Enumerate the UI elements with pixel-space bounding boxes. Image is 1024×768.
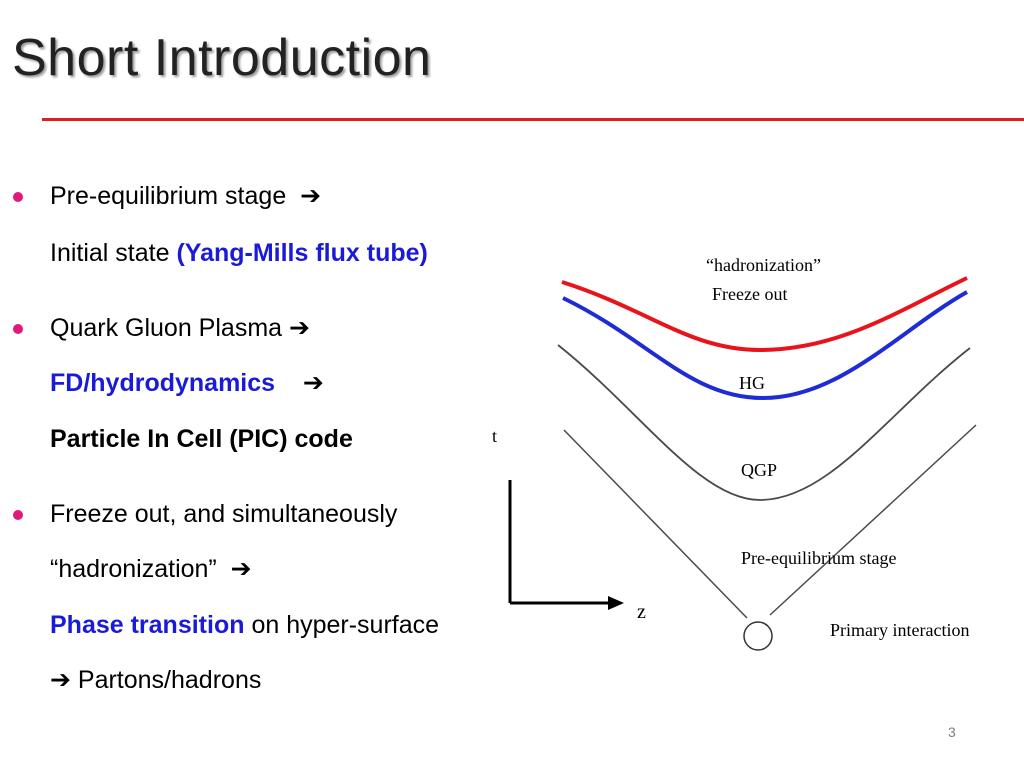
qgp-label: QGP: [741, 460, 777, 480]
bullet-1-line-2: Initial state (Yang-Mills flux tube): [50, 238, 428, 268]
bullet-3-line-3: Phase transition on hyper-surface: [50, 610, 439, 640]
slide-title: Short Introduction: [12, 29, 432, 87]
bullet-1-line-1: Pre-equilibrium stage ➔: [50, 181, 321, 211]
hg-label: HG: [739, 373, 765, 393]
primary-vertex-circle: [743, 621, 773, 651]
right-arrow-icon: ➔: [50, 666, 71, 694]
qgp-boundary-curve: [557, 344, 971, 501]
pre-equilibrium-label: Pre-equilibrium stage: [741, 548, 896, 568]
right-arrow-icon: ➔: [302, 369, 324, 397]
qgp-text: Quark Gluon Plasma: [50, 314, 289, 342]
hadronization-curve: [562, 290, 968, 401]
pre-equilibrium-text: Pre-equilibrium stage: [50, 182, 287, 210]
primary-interaction-label: Primary interaction: [830, 620, 969, 640]
hyper-surface-text: on hyper-surface: [244, 611, 440, 639]
z-axis-arrowhead: [608, 596, 624, 610]
bullet-2-line-2: FD/hydrodynamics ➔: [50, 368, 324, 398]
hydrodynamics-text: FD/hydrodynamics: [50, 369, 276, 397]
bullet-dot-2: [13, 324, 23, 334]
bullet-3-line-2: “hadronization” ➔: [50, 554, 252, 584]
title-divider: [42, 118, 1024, 121]
initial-state-text: Initial state: [50, 239, 177, 267]
bullet-2-line-3: Particle In Cell (PIC) code: [50, 425, 353, 453]
phase-transition-text: Phase transition: [50, 611, 245, 639]
z-axis-label: z: [637, 601, 646, 623]
freeze-out-label: Freeze out: [712, 284, 787, 304]
page-number: 3: [948, 724, 956, 740]
flux-tube-text: (Yang-Mills flux tube): [176, 239, 428, 267]
bullet-dot-3: [13, 510, 23, 520]
spacetime-diagram: t z “hadronization” Freeze out HG QGP Pr…: [492, 255, 977, 651]
right-arrow-icon: ➔: [230, 555, 252, 583]
partons-hadrons-text: Partons/hadrons: [70, 666, 262, 694]
lightcone-left-line: [563, 429, 748, 619]
lightcone-right-line: [769, 424, 977, 616]
freeze-out-curve: [561, 276, 968, 353]
right-arrow-icon: ➔: [300, 182, 322, 210]
t-axis-label: t: [492, 426, 497, 446]
bullet-dot-1: [13, 192, 23, 202]
hadronization-text: “hadronization”: [50, 555, 217, 583]
bullet-3-line-4: ➔ Partons/hadrons: [50, 665, 261, 695]
bullet-2-line-1: Quark Gluon Plasma ➔: [50, 313, 310, 343]
bullet-3-line-1: Freeze out, and simultaneously: [50, 500, 398, 528]
right-arrow-icon: ➔: [289, 314, 310, 342]
hadronization-label: “hadronization”: [706, 255, 821, 275]
